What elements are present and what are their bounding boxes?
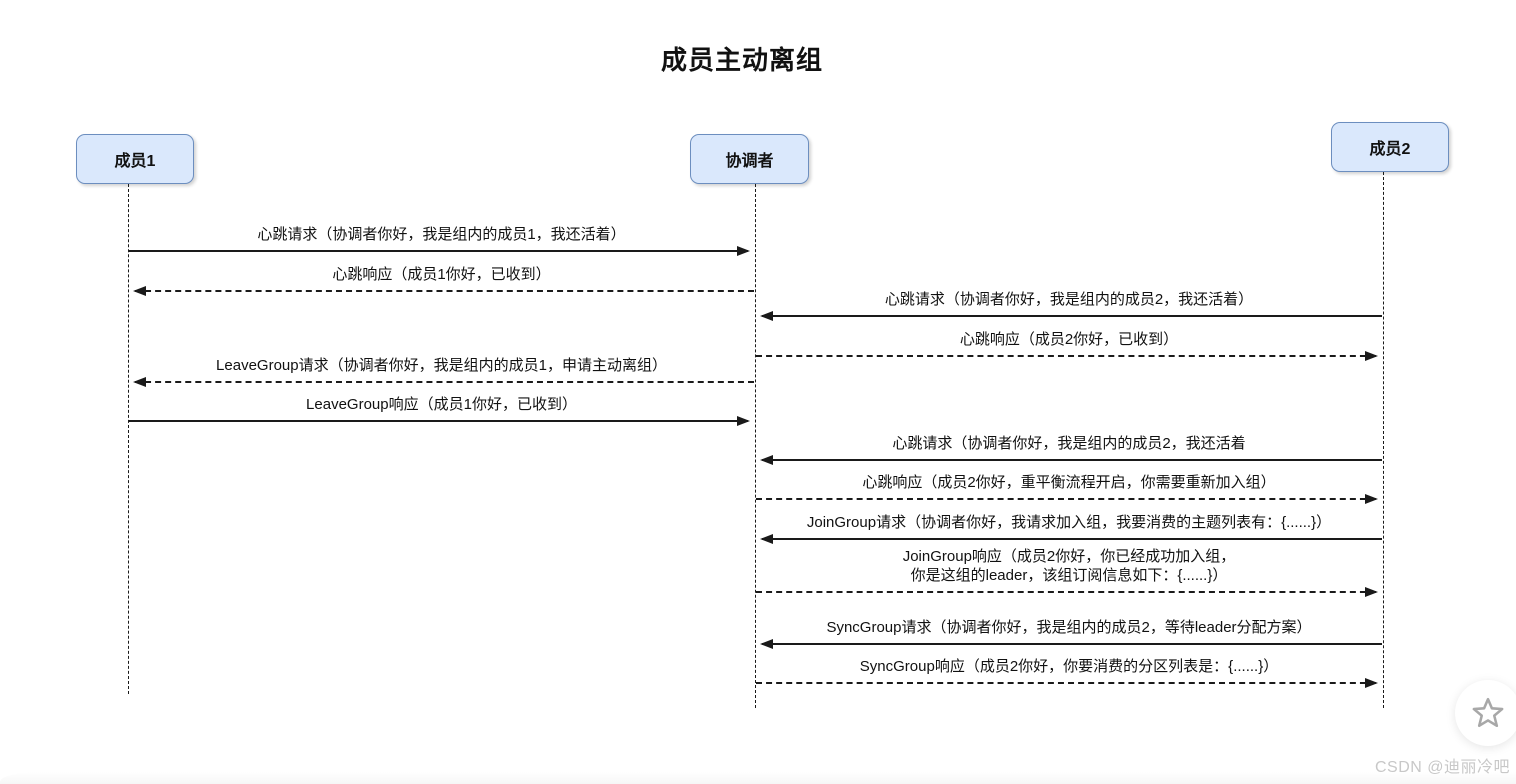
message-line-2 [135,290,754,292]
message-line-7 [762,459,1382,461]
actor-label: 成员2 [1369,141,1411,158]
message-label-6: LeaveGroup响应（成员1你好，已收到） [128,395,755,414]
message-label-line: 心跳响应（成员2你好，已收到） [959,331,1179,348]
message-label-4: 心跳响应（成员2你好，已收到） [755,330,1383,349]
message-line-1 [129,250,748,252]
message-label-line: 心跳请求（协调者你好，我是组内的成员2，我还活着 [892,435,1246,452]
message-label-line: 你是这组的leader，该组订阅信息如下：{......}） [910,567,1228,584]
message-label-line: SyncGroup请求（协调者你好，我是组内的成员2，等待leader分配方案） [826,619,1312,636]
message-label-7: 心跳请求（协调者你好，我是组内的成员2，我还活着 [755,434,1383,453]
page-bottom-shadow [0,772,1516,784]
arrowhead-icon [1365,351,1378,361]
message-line-3 [762,315,1382,317]
message-line-9 [762,538,1382,540]
favorite-button[interactable] [1455,680,1516,746]
message-label-9: JoinGroup请求（协调者你好，我请求加入组，我要消费的主题列表有：{...… [755,513,1383,532]
message-label-3: 心跳请求（协调者你好，我是组内的成员2，我还活着） [755,290,1383,309]
arrowhead-icon [133,377,146,387]
message-label-line: 心跳请求（协调者你好，我是组内的成员2，我还活着） [884,291,1254,308]
actor-box-member1: 成员1 [76,134,194,184]
page-title: 成员主动离组 [660,45,823,75]
message-label-line: JoinGroup请求（协调者你好，我请求加入组，我要消费的主题列表有：{...… [806,514,1332,531]
message-label-12: SyncGroup响应（成员2你好，你要消费的分区列表是：{......}） [755,657,1383,676]
message-label-line: LeaveGroup请求（协调者你好，我是组内的成员1，申请主动离组） [216,357,667,374]
message-label-5: LeaveGroup请求（协调者你好，我是组内的成员1，申请主动离组） [128,356,755,375]
message-label-11: SyncGroup请求（协调者你好，我是组内的成员2，等待leader分配方案） [755,618,1383,637]
arrowhead-icon [1365,494,1378,504]
csdn-watermark: CSDN @迪丽冷吧 [1374,759,1510,776]
lifeline-member1 [128,184,129,694]
lifeline-coordinator [755,184,756,708]
message-label-line: SyncGroup响应（成员2你好，你要消费的分区列表是：{......}） [859,658,1279,675]
star-icon [1472,697,1504,728]
actor-label: 协调者 [725,153,774,170]
arrowhead-icon [1365,678,1378,688]
actor-box-coordinator: 协调者 [690,134,809,184]
message-label-line: 心跳请求（协调者你好，我是组内的成员1，我还活着） [257,226,626,243]
message-label-line: 心跳响应（成员2你好，重平衡流程开启，你需要重新加入组） [862,474,1276,491]
message-label-8: 心跳响应（成员2你好，重平衡流程开启，你需要重新加入组） [755,473,1383,492]
message-label-10: JoinGroup响应（成员2你好，你已经成功加入组， 你是这组的leader，该… [755,547,1383,585]
message-line-6 [129,420,748,422]
arrowhead-icon [737,246,750,256]
message-label-line: LeaveGroup响应（成员1你好，已收到） [306,396,577,413]
message-label-1: 心跳请求（协调者你好，我是组内的成员1，我还活着） [128,225,755,244]
arrowhead-icon [133,286,146,296]
message-label-line: 心跳响应（成员1你好，已收到） [332,266,551,283]
message-line-10 [756,591,1376,593]
message-label-line: JoinGroup响应（成员2你好，你已经成功加入组， [902,548,1236,565]
message-line-5 [135,381,754,383]
arrowhead-icon [760,311,773,321]
arrowhead-icon [737,416,750,426]
actor-box-member2: 成员2 [1331,122,1449,172]
lifeline-member2 [1383,172,1384,708]
message-label-2: 心跳响应（成员1你好，已收到） [128,265,755,284]
message-line-11 [762,643,1382,645]
actor-label: 成员1 [114,153,156,170]
arrowhead-icon [1365,587,1378,597]
message-line-4 [756,355,1376,357]
arrowhead-icon [760,534,773,544]
message-line-8 [756,498,1376,500]
message-line-12 [756,682,1376,684]
arrowhead-icon [760,455,773,465]
arrowhead-icon [760,639,773,649]
